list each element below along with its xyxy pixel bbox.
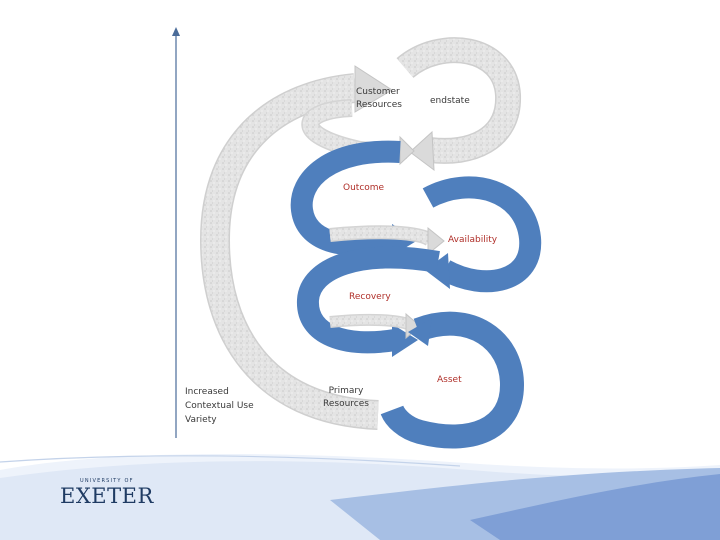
asset-label: Asset <box>437 375 462 385</box>
blue-availability-loop-arrow <box>422 176 542 293</box>
footer-wave-band <box>0 453 720 540</box>
gray-availability-connector-arrow <box>329 225 445 256</box>
outcome-label: Outcome <box>343 183 385 193</box>
availability-label: Availability <box>448 235 498 245</box>
gray-large-arc-arrow <box>199 65 393 430</box>
blue-outcome-loop-arrow <box>290 140 418 256</box>
vertical-axis <box>172 27 180 438</box>
logo-wordmark: EXETER <box>60 484 154 508</box>
logo-subtitle: UNIVERSITY OF <box>80 478 134 484</box>
axis-label: Increased Contextual Use Variety <box>185 387 254 425</box>
university-logo: UNIVERSITY OF EXETER <box>58 478 153 514</box>
primary-resources-label: Primary Resources <box>323 386 369 409</box>
gray-endstate-loop-arrow <box>396 37 521 172</box>
blue-recovery-loop-arrow <box>297 246 440 357</box>
endstate-label: endstate <box>430 96 470 106</box>
recovery-label: Recovery <box>349 292 391 302</box>
customer-resources-label: Customer Resources <box>356 87 402 110</box>
blue-asset-loop-arrow <box>380 311 525 449</box>
